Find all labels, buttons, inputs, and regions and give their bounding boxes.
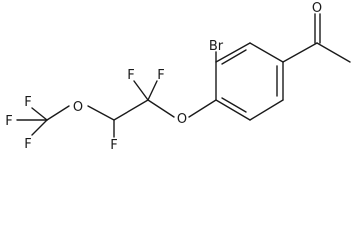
atom-label-fluorine-cf3-left: F [5, 114, 12, 129]
atom-label-fluorine-chf: F [110, 138, 117, 153]
bond-ring-c5-c6 [249, 99, 284, 121]
atom-label-bromine: Br [209, 39, 224, 54]
bond-cf3-to-fluorine-top [31, 107, 48, 121]
atom-label-carbonyl-oxygen: O [312, 1, 322, 16]
bond-ring-c2-c3 [215, 42, 251, 63]
atom-label-fluorine-cf3-top: F [24, 95, 31, 110]
atom-label-fluorine-cf3-bottom: F [24, 137, 31, 152]
bond-ring-inner-double-1 [221, 49, 247, 65]
bond-cf3-to-fluorine-bottom [31, 119, 48, 136]
bond-cf2-to-chf [113, 99, 149, 121]
bond-ring-inner-double-2 [221, 97, 247, 113]
bond-ring-to-acetyl [282, 42, 318, 63]
atom-label-fluorine-cf2-right: F [157, 68, 164, 83]
bond-ring-c1-c2 [249, 42, 284, 63]
bond-ring-to-ether-oxygen [188, 99, 217, 118]
bond-chf-to-chain-oxygen [87, 105, 115, 121]
atom-label-ether-oxygen: O [177, 112, 187, 127]
bond-chain-oxygen-to-cf3 [46, 105, 70, 121]
bond-acetyl-methyl [316, 42, 351, 63]
bond-ring-c4-c5 [215, 99, 251, 121]
atom-label-fluorine-cf2-left: F [127, 68, 134, 83]
atom-label-chain-oxygen: O [73, 100, 83, 115]
bond-cf2-to-fluorine-right [147, 80, 158, 101]
chemical-structure: O Br O O F F F F F F [5, 1, 351, 153]
bond-ether-oxygen-to-cf2 [147, 99, 175, 118]
bond-cf2-to-fluorine-left [133, 80, 149, 101]
